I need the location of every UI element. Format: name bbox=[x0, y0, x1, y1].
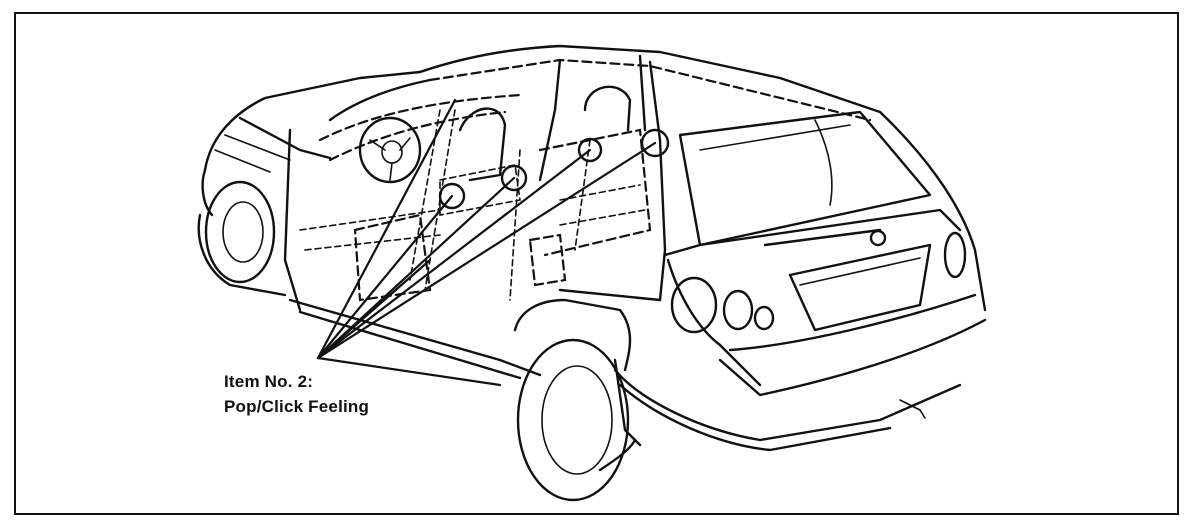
callout-marker-3 bbox=[577, 137, 603, 163]
vehicle-body bbox=[197, 44, 987, 502]
callout-title: Item No. 2: bbox=[224, 372, 314, 391]
callout-marker-4 bbox=[640, 128, 670, 158]
callout-subtitle: Pop/Click Feeling bbox=[224, 397, 370, 416]
leader-lines bbox=[316, 98, 657, 387]
callout-marker-2 bbox=[500, 164, 528, 192]
callout-markers bbox=[438, 128, 670, 210]
callout-marker-1 bbox=[438, 182, 466, 210]
vehicle-interior bbox=[299, 85, 652, 302]
